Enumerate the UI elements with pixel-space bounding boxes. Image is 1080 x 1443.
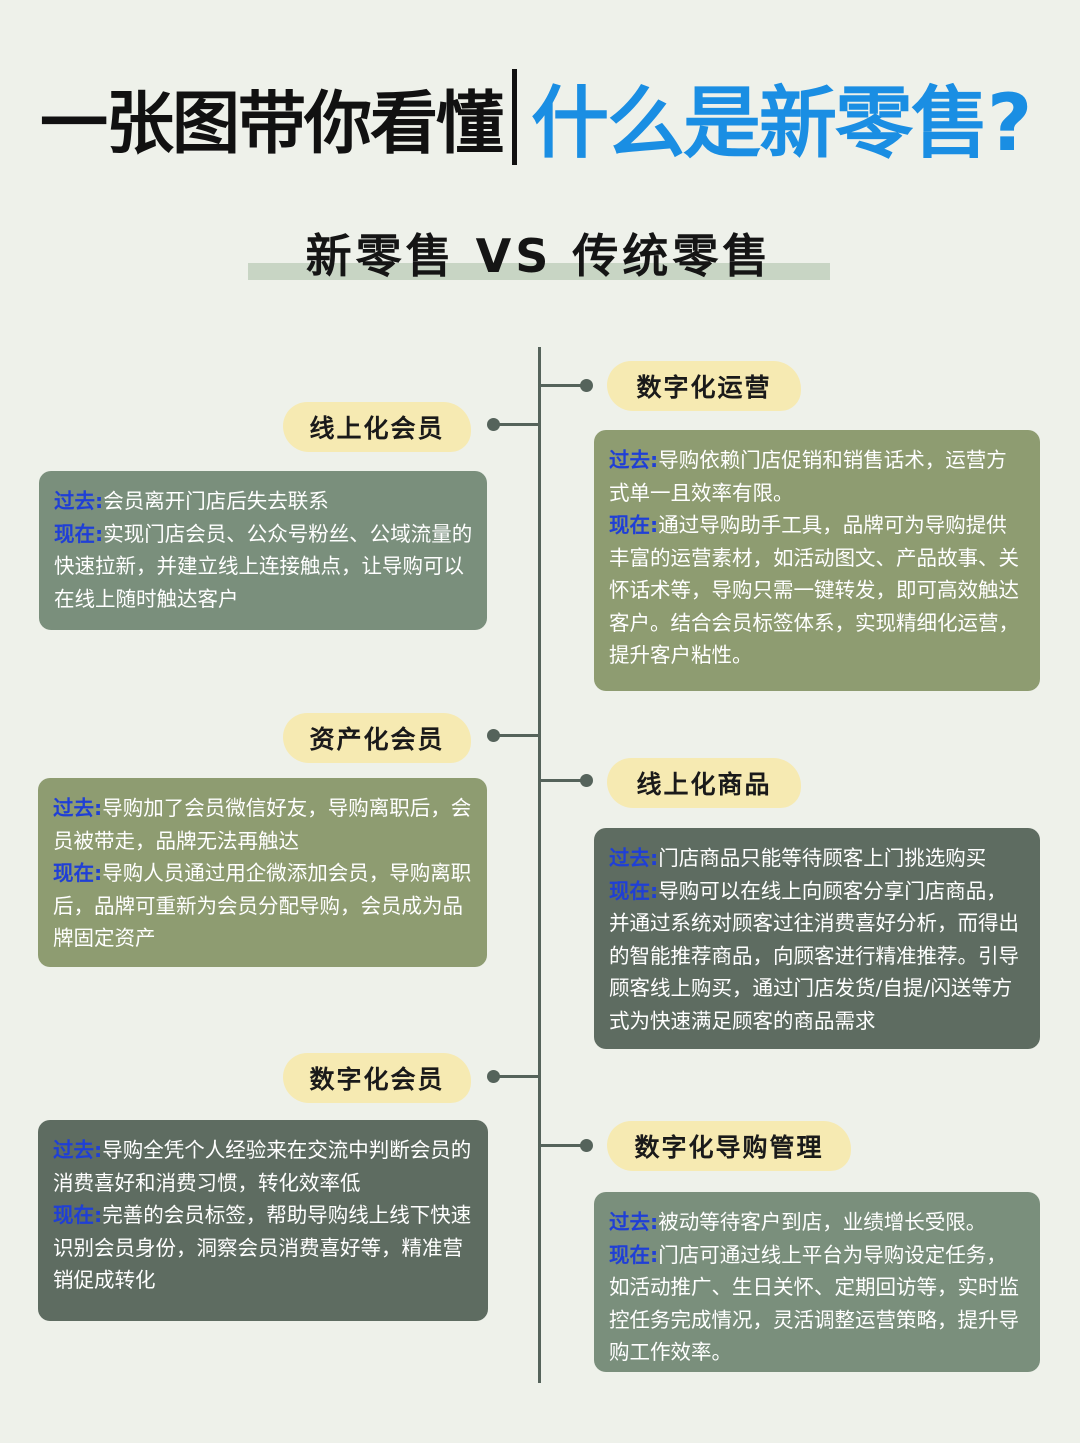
card-digital-member: 过去:导购全凭个人经验来在交流中判断会员的消费喜好和消费习惯，转化效率低 现在:… bbox=[38, 1120, 488, 1321]
past-label: 过去: bbox=[53, 796, 103, 820]
card-digital-operation: 过去:导购依赖门店促销和销售话术，运营方式单一且效率有限。 现在:通过导购助手工… bbox=[594, 430, 1040, 691]
past-text: 会员离开门店后失去联系 bbox=[103, 489, 329, 513]
now-text: 完善的会员标签，帮助导购线上线下快速识别会员身份，洞察会员消费喜好等，精准营销促… bbox=[53, 1203, 472, 1292]
past-text: 导购加了会员微信好友，导购离职后，会员被带走，品牌无法再触达 bbox=[53, 796, 472, 853]
tag-digital-member: 数字化会员 bbox=[283, 1053, 471, 1103]
connector-right-1 bbox=[540, 384, 586, 387]
connector-left-2 bbox=[494, 734, 540, 737]
subtitle: 新零售 VS 传统零售 bbox=[305, 229, 773, 283]
card-digital-guide-management: 过去:被动等待客户到店，业绩增长受限。 现在:门店可通过线上平台为导购设定任务，… bbox=[594, 1192, 1040, 1372]
connector-left-3 bbox=[494, 1075, 540, 1078]
past-text: 门店商品只能等待顾客上门挑选购买 bbox=[658, 846, 987, 870]
now-text: 导购人员通过用企微添加会员，导购离职后，品牌可重新为会员分配导购，会员成为品牌固… bbox=[53, 861, 472, 950]
tag-digital-guide-management: 数字化导购管理 bbox=[607, 1121, 851, 1171]
card-asset-member: 过去:导购加了会员微信好友，导购离职后，会员被带走，品牌无法再触达 现在:导购人… bbox=[38, 778, 487, 967]
now-text: 实现门店会员、公众号粉丝、公域流量的快速拉新，并建立线上连接触点，让导购可以在线… bbox=[54, 521, 473, 611]
connector-dot-right-1 bbox=[580, 379, 593, 392]
tag-asset-member: 资产化会员 bbox=[283, 713, 471, 763]
now-label: 现在: bbox=[609, 513, 659, 537]
timeline-line bbox=[538, 347, 541, 1383]
past-label: 过去: bbox=[54, 489, 104, 513]
title-left: 一张图带你看懂 bbox=[40, 84, 504, 164]
now-label: 现在: bbox=[54, 521, 104, 546]
page-title: 一张图带你看懂 什么是新零售? bbox=[40, 62, 1060, 172]
connector-dot-left-3 bbox=[487, 1070, 500, 1083]
connector-dot-left-2 bbox=[487, 729, 500, 742]
past-label: 过去: bbox=[609, 448, 659, 472]
past-text: 导购依赖门店促销和销售话术，运营方式单一且效率有限。 bbox=[609, 448, 1007, 505]
connector-dot-left-1 bbox=[487, 418, 500, 431]
title-divider bbox=[512, 69, 518, 165]
now-label: 现在: bbox=[53, 861, 103, 885]
past-text: 导购全凭个人经验来在交流中判断会员的消费喜好和消费习惯，转化效率低 bbox=[53, 1138, 472, 1195]
now-label: 现在: bbox=[609, 1242, 659, 1267]
now-label: 现在: bbox=[609, 878, 659, 903]
now-label: 现在: bbox=[53, 1203, 103, 1227]
past-label: 过去: bbox=[53, 1138, 103, 1162]
now-text: 导购可以在线上向顾客分享门店商品，并通过系统对顾客过往消费喜好分析，而得出的智能… bbox=[609, 878, 1019, 1033]
title-right: 什么是新零售? bbox=[531, 79, 1032, 169]
connector-right-3 bbox=[540, 1144, 586, 1147]
card-online-goods: 过去:门店商品只能等待顾客上门挑选购买 现在:导购可以在线上向顾客分享门店商品，… bbox=[594, 828, 1040, 1049]
now-text: 门店可通过线上平台为导购设定任务，如活动推广、生日关怀、定期回访等，实时监控任务… bbox=[609, 1242, 1019, 1365]
tag-digital-operation: 数字化运营 bbox=[607, 361, 801, 411]
now-text: 通过导购助手工具，品牌可为导购提供丰富的运营素材，如活动图文、产品故事、关怀话术… bbox=[609, 513, 1019, 667]
past-label: 过去: bbox=[609, 1210, 659, 1234]
card-online-member: 过去:会员离开门店后失去联系 现在:实现门店会员、公众号粉丝、公域流量的快速拉新… bbox=[39, 471, 487, 630]
subtitle-highlight bbox=[248, 263, 830, 280]
connector-right-2 bbox=[540, 779, 586, 782]
connector-dot-right-2 bbox=[580, 774, 593, 787]
subtitle-block: 新零售 VS 传统零售 bbox=[248, 212, 830, 284]
tag-online-member: 线上化会员 bbox=[283, 402, 471, 452]
past-label: 过去: bbox=[609, 846, 659, 870]
connector-left-1 bbox=[494, 423, 540, 426]
past-text: 被动等待客户到店，业绩增长受限。 bbox=[658, 1210, 987, 1234]
connector-dot-right-3 bbox=[580, 1139, 593, 1152]
tag-online-goods: 线上化商品 bbox=[607, 758, 801, 808]
